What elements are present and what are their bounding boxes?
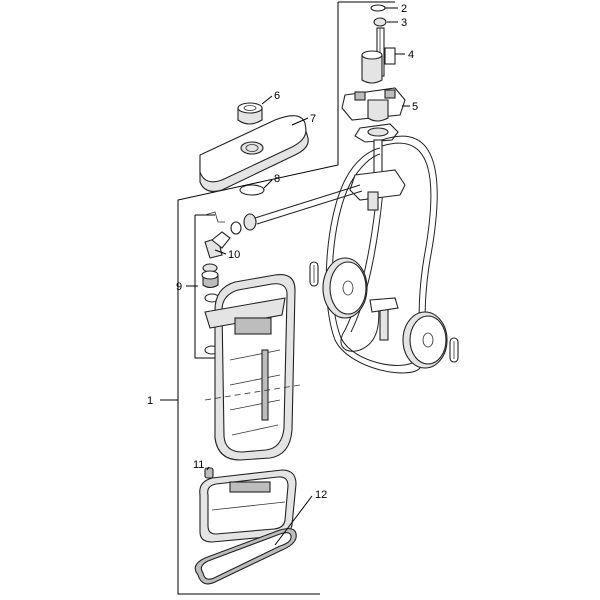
callout-1: 1 (147, 395, 153, 407)
small-plug (204, 467, 214, 479)
callout-4: 4 (408, 49, 414, 61)
escutcheon-plate (199, 115, 309, 192)
callout-6: 6 (274, 90, 280, 102)
connection-hose (230, 184, 363, 235)
pull-out-hose (325, 135, 438, 374)
o-ring-8 (239, 184, 265, 196)
callout-11: 11 (193, 459, 204, 471)
elbow-fitting (204, 211, 231, 259)
hose-guide-wheel-right (402, 311, 448, 369)
callout-5: 5 (412, 101, 418, 113)
callout-9: 9 (176, 281, 182, 293)
main-body-frame (204, 274, 301, 461)
hose-end-caps (309, 261, 459, 363)
spout-nut (237, 102, 263, 125)
callout-10: 10 (228, 249, 240, 261)
mounting-bracket (341, 87, 406, 181)
hose-weight (349, 169, 406, 341)
box-gasket (194, 528, 297, 585)
leader-lines (186, 7, 410, 546)
connector-clip (361, 47, 396, 84)
callout-8: 8 (274, 173, 280, 185)
callout-12: 12 (315, 489, 327, 501)
callout-3: 3 (401, 17, 407, 29)
callout-2: 2 (401, 3, 407, 15)
callout-7: 7 (310, 113, 316, 125)
mounting-box (199, 469, 297, 543)
spout-tube-assembly (370, 4, 387, 77)
hose-guide-wheel-left (322, 257, 368, 319)
